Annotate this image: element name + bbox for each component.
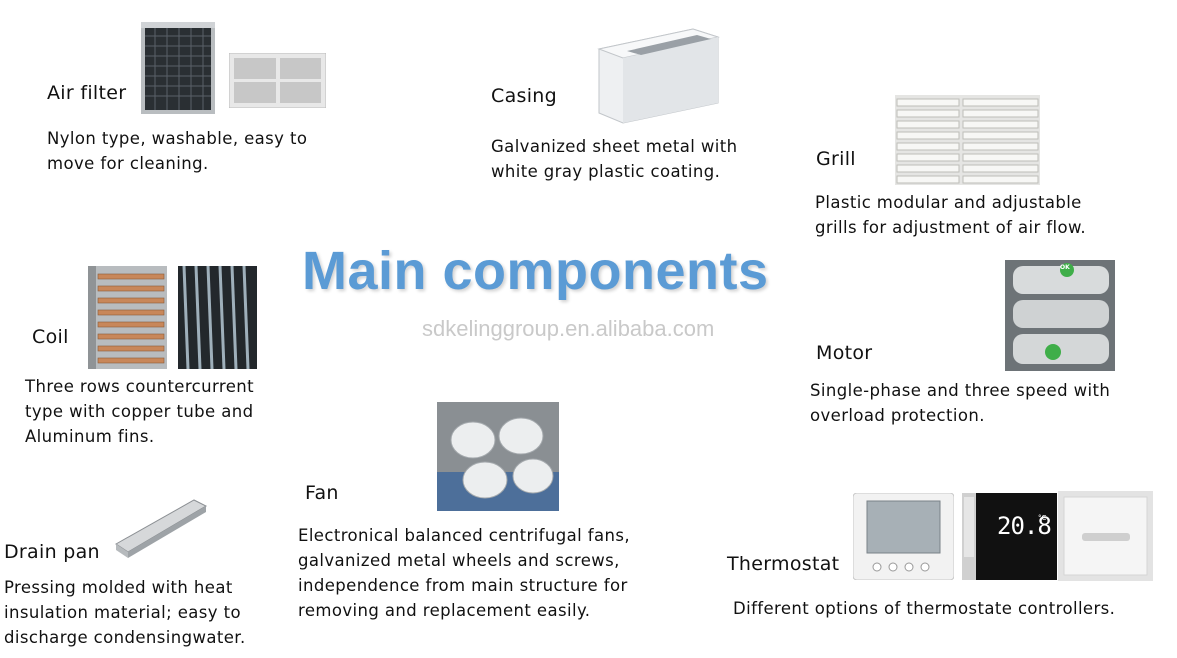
grill-image (895, 95, 1040, 185)
drain-pan-image (114, 498, 208, 560)
grill-label: Grill (816, 148, 856, 170)
watermark: sdkelinggroup.en.alibaba.com (422, 316, 715, 341)
coil-label: Coil (32, 326, 69, 348)
thermostat-touch-image (962, 493, 1057, 580)
coil-copper-image (88, 266, 167, 369)
thermostat-description: Different options of thermostate control… (733, 599, 1116, 618)
grill-description: Plastic modular and adjustable grills fo… (815, 193, 1087, 237)
air-filter-mesh-image (229, 53, 326, 108)
motor-label: Motor (816, 342, 873, 364)
fan-label: Fan (305, 482, 339, 504)
air-filter-description: Nylon type, washable, easy to move for c… (47, 129, 308, 173)
fan-description: Electronical balanced centrifugal fans, … (298, 526, 630, 620)
air-filter-label: Air filter (47, 82, 127, 104)
air-filter-frame-image (141, 22, 215, 114)
fan-image (437, 402, 559, 511)
casing-image (597, 25, 720, 125)
thermostat-lcd-image (853, 493, 954, 580)
thermostat-temperature-display: 20.8 (997, 512, 1052, 540)
thermostat-mechanical-image (1058, 491, 1153, 581)
motor-ok-badge: OK (1060, 264, 1070, 271)
motor-description: Single-phase and three speed with overlo… (810, 381, 1111, 425)
page-title: Main components (302, 241, 769, 301)
drain-pan-label: Drain pan (4, 541, 100, 563)
coil-fins-image (178, 266, 257, 369)
coil-description: Three rows countercurrent type with copp… (25, 377, 255, 446)
motor-image (1005, 260, 1115, 371)
drain-pan-description: Pressing molded with heat insulation mat… (4, 578, 246, 647)
thermostat-unit: °C (1038, 514, 1047, 522)
casing-description: Galvanized sheet metal with white gray p… (491, 137, 738, 181)
casing-label: Casing (491, 85, 557, 107)
thermostat-label: Thermostat (727, 553, 840, 575)
